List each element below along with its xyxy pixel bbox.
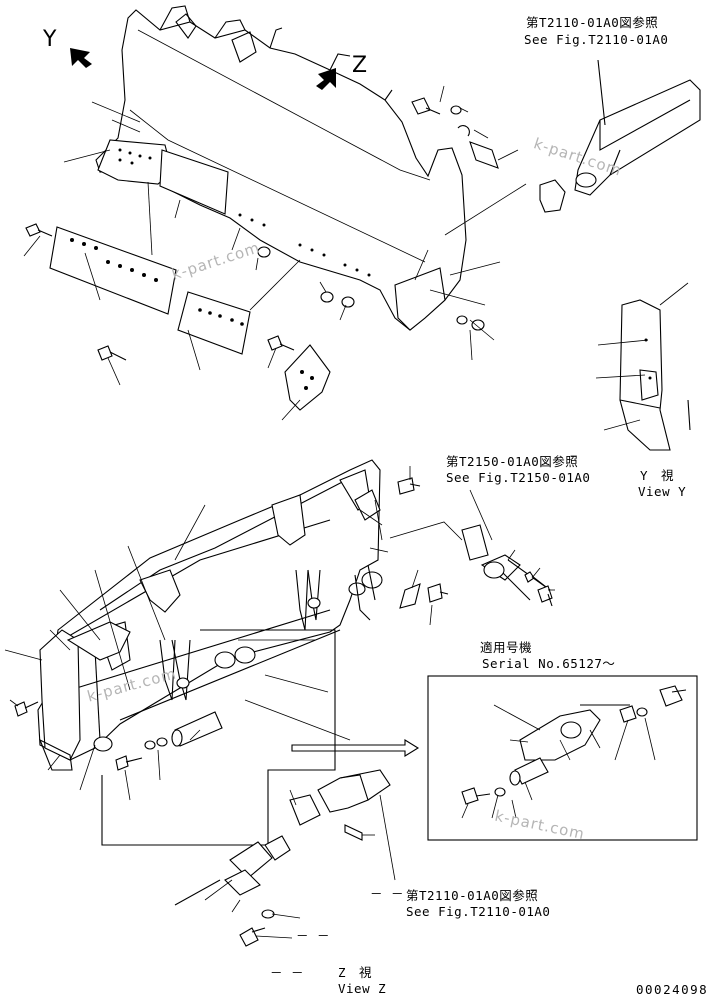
serial-jp: 適用号機 bbox=[480, 640, 533, 655]
view-z-jp: Z 視 bbox=[338, 965, 373, 980]
small-dash-marks: － － bbox=[296, 928, 331, 943]
drawing-number: 00024098 bbox=[636, 982, 709, 997]
view-y-en: View Y bbox=[638, 484, 687, 499]
view-arrows bbox=[70, 48, 336, 90]
reference-middle-jp: 第T2150-01A0図参照 bbox=[446, 454, 579, 469]
upper-blade-assembly bbox=[25, 5, 701, 411]
reference-bottom-jp: 第T2110-01A0図参照 bbox=[406, 888, 539, 903]
view-z-dashes: － － bbox=[270, 965, 305, 980]
reference-bottom-en: See Fig.T2110-01A0 bbox=[406, 904, 551, 919]
reference-middle-en: See Fig.T2150-01A0 bbox=[446, 470, 591, 485]
view-y-detail bbox=[595, 282, 691, 451]
serial-detail-box bbox=[427, 675, 698, 841]
reference-top-jp: 第T2110-01A0図参照 bbox=[526, 15, 659, 30]
view-y-jp: Y 視 bbox=[640, 468, 675, 483]
lower-leader-lines bbox=[4, 466, 555, 939]
view-letter-z: Z bbox=[352, 53, 368, 78]
upper-leader-lines bbox=[23, 85, 527, 421]
reference-bottom-dashes: － － bbox=[370, 886, 405, 901]
view-letter-y: Y bbox=[43, 27, 57, 52]
view-z-en: View Z bbox=[338, 981, 387, 996]
lower-blade-assembly bbox=[14, 459, 553, 947]
reference-top-en: See Fig.T2110-01A0 bbox=[524, 32, 669, 47]
serial-en: Serial No.65127～ bbox=[482, 656, 616, 671]
